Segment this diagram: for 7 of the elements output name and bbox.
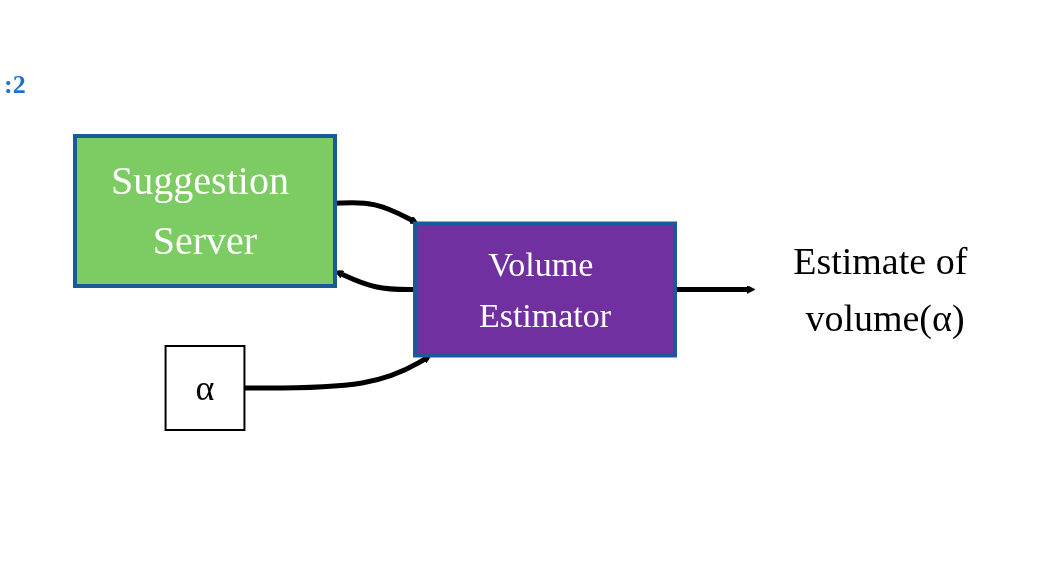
node-text: Estimate of volume(α)	[793, 239, 968, 338]
arrow	[675, 284, 756, 294]
node-box: Suggestion Server	[73, 133, 337, 288]
slide-fragment-text: :2	[4, 70, 26, 100]
node-box: α	[164, 344, 246, 431]
node-box: Volume Estimator	[413, 221, 677, 357]
arrow	[334, 199, 419, 224]
